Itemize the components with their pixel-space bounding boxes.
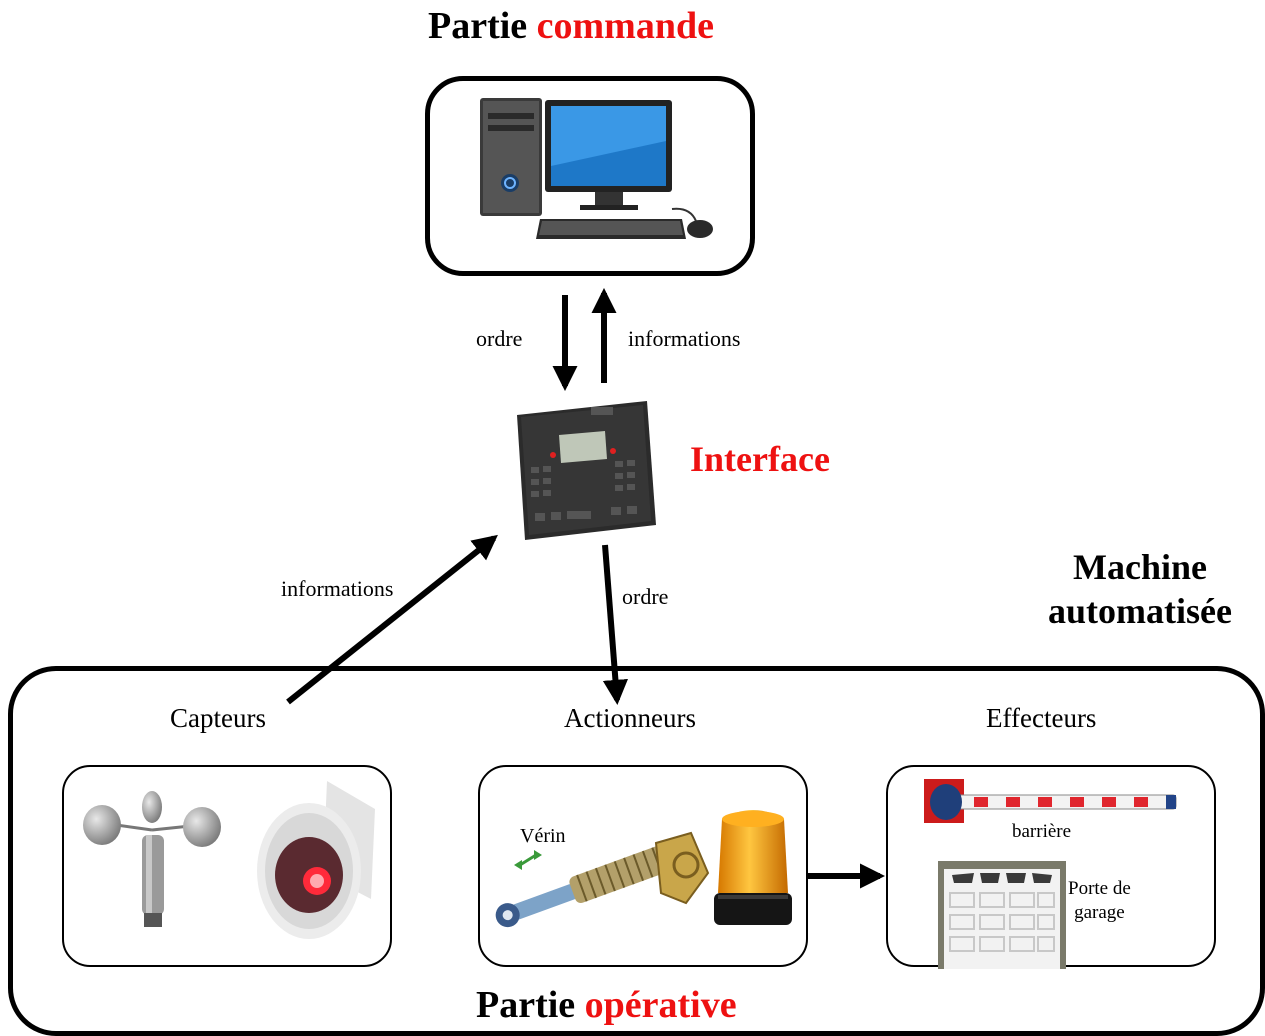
- partie-commande-word: Partie: [428, 5, 528, 47]
- verin-label: Vérin: [520, 825, 566, 847]
- capteurs-label: Capteurs: [170, 703, 266, 733]
- ordre-label-top: ordre: [476, 326, 523, 351]
- machine-line2: automatisée: [1048, 591, 1232, 631]
- actionneurs-box: Vérin: [478, 765, 808, 967]
- interface-label: Interface: [690, 439, 830, 479]
- computer-icon: [480, 98, 713, 239]
- informations-label-sensors: informations: [281, 576, 394, 601]
- motion-detector-icon: [257, 781, 375, 939]
- informations-label-top: informations: [628, 326, 741, 351]
- actionneurs-label: Actionneurs: [564, 703, 696, 733]
- barrier-icon: [924, 779, 1177, 823]
- barriere-label: barrière: [1012, 821, 1072, 842]
- beacon-light-icon: [714, 810, 792, 925]
- partie-commande-title: Partie commande: [428, 4, 714, 48]
- computer-box: [425, 76, 755, 276]
- effecteurs-label: Effecteurs: [986, 703, 1097, 733]
- porte-garage-line1: Porte de: [1068, 878, 1131, 899]
- partie-operative-box: [8, 666, 1265, 1036]
- porte-garage-label: Porte de garage: [1068, 877, 1131, 925]
- partie-operative-word: Partie: [476, 984, 576, 1026]
- capteurs-box: [62, 765, 392, 967]
- anemometer-icon: [83, 791, 221, 927]
- effecteurs-box: barrière Porte de garage: [886, 765, 1216, 969]
- porte-garage-line2: garage: [1074, 902, 1125, 923]
- commande-word: commande: [536, 5, 714, 47]
- interface-module-icon: [517, 401, 656, 540]
- operative-word: opérative: [584, 984, 737, 1026]
- garage-door-icon: [938, 861, 1066, 969]
- machine-automatisee-title: Machine automatisée: [1020, 545, 1260, 633]
- verin-icon: [495, 831, 710, 928]
- machine-line1: Machine: [1073, 547, 1207, 587]
- ordre-label-actuators: ordre: [622, 584, 669, 609]
- partie-operative-title: Partie opérative: [470, 983, 743, 1027]
